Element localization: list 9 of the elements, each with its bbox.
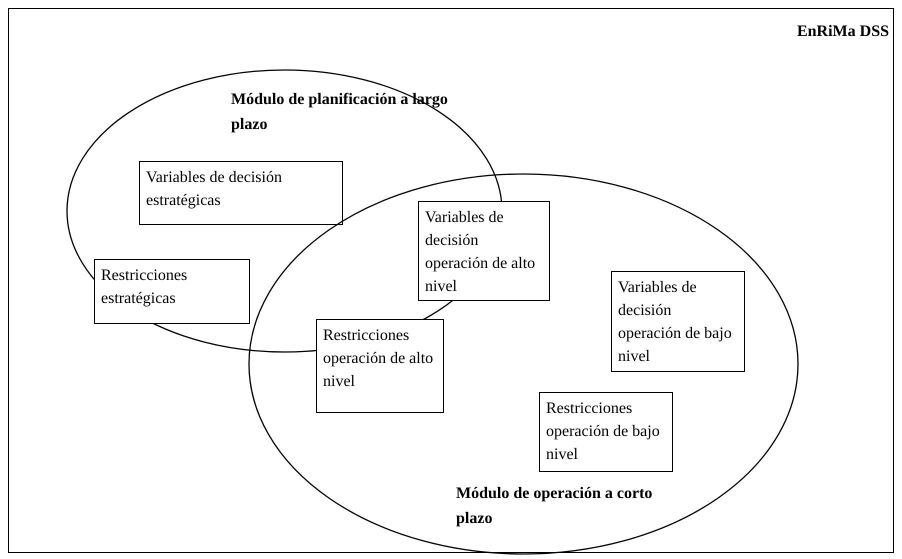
concept-box: Restricciones operación de bajo nivel bbox=[539, 392, 673, 472]
diagram-frame bbox=[8, 8, 894, 553]
concept-box: Restricciones estratégicas bbox=[94, 259, 250, 324]
concept-box: Variables de decisión operación de alto nivel bbox=[418, 201, 550, 301]
frame-heading: EnRiMa DSS bbox=[796, 22, 889, 42]
concept-box: Variables de decisión estratégicas bbox=[139, 161, 343, 225]
concept-box: Variables de decisión operación de bajo nivel bbox=[611, 271, 745, 372]
module-heading: Módulo de operación a corto plazo bbox=[456, 484, 654, 529]
concept-box: Restricciones operación de alto nivel bbox=[316, 319, 444, 413]
